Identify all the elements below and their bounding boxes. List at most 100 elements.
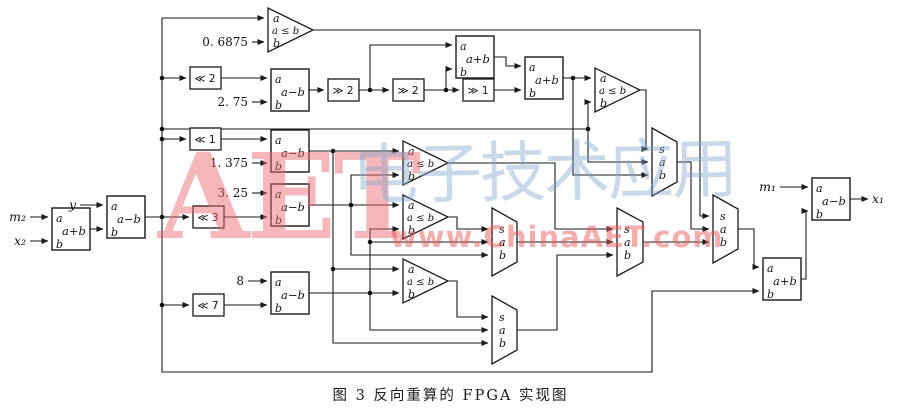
port-s-label: s <box>659 143 665 156</box>
mux-shape <box>651 126 678 198</box>
port-a-label: a <box>408 199 415 212</box>
compare-op-label: a ≤ b <box>272 26 299 37</box>
port-a-label: a <box>111 200 118 213</box>
port-b-label: b <box>499 249 506 262</box>
shift-label: ≪ 7 <box>197 300 218 312</box>
block-shape <box>270 183 310 227</box>
subtractor-275-block: a a−b b <box>270 68 310 112</box>
port-a-label: a <box>408 263 415 276</box>
port-b-label: b <box>275 160 282 173</box>
mux-midleft: s a b <box>491 206 518 278</box>
wire <box>161 18 760 373</box>
block-shape <box>811 177 851 221</box>
block-shape <box>192 293 225 317</box>
comparator-mid2: a a ≤ b b <box>402 193 450 241</box>
port-a-label: a <box>275 276 282 289</box>
mux-bottom: s a b <box>491 294 518 366</box>
junction-dot <box>159 136 165 142</box>
port-b-label: b <box>56 238 63 251</box>
junction-dot <box>367 290 373 296</box>
port-b-label: b <box>408 288 415 301</box>
port-a-label: a <box>659 156 666 169</box>
wire <box>572 78 649 178</box>
shift-right-1-block: ≫ 1 <box>462 78 495 102</box>
port-b-label: b <box>111 226 118 239</box>
junction-dot <box>348 202 354 208</box>
subtractor-input-block: a a−b b <box>106 195 146 239</box>
port-b-label: b <box>720 236 727 249</box>
block-shape <box>106 195 146 239</box>
input-x2-label: x₂ <box>14 233 26 248</box>
add-op-label: a+b <box>535 73 559 87</box>
wire <box>738 228 760 270</box>
port-s-label: s <box>499 311 505 324</box>
compare-op-label: a ≤ b <box>407 277 434 288</box>
subtractor-1375-block: a a−b b <box>270 129 310 173</box>
block-shape <box>327 78 360 102</box>
junction-dot <box>585 126 591 132</box>
add-op-label: a+b <box>773 274 797 288</box>
junction-dot <box>159 302 165 308</box>
wire <box>494 56 522 69</box>
wire <box>587 129 649 165</box>
port-b-label: b <box>275 214 282 227</box>
adder-final-block: a a+b b <box>762 257 802 301</box>
constant-8: 8 <box>236 274 244 288</box>
junction-dot <box>159 126 165 132</box>
port-s-label: s <box>499 223 505 236</box>
constant-labels: 0. 6875 2. 75 1. 375 3. 25 8 <box>202 35 248 288</box>
output-x1-label: x₁ <box>872 191 884 206</box>
wire <box>677 161 710 232</box>
comparator-shape <box>402 257 450 305</box>
port-a-label: a <box>273 12 280 25</box>
port-a-label: a <box>624 236 631 249</box>
comparator-bottom: a a ≤ b b <box>402 257 450 305</box>
block-shape <box>762 257 802 301</box>
sub-op-label: a−b <box>281 200 305 214</box>
port-a-label: a <box>720 223 727 236</box>
mux-midright: s a b <box>616 206 644 278</box>
fpga-diagram-canvas: a a ≤ b b a a ≤ b b a a ≤ b b a a ≤ b b … <box>9 6 884 373</box>
block-shape <box>189 66 222 90</box>
port-a-label: a <box>767 262 774 275</box>
input-m2-label: m₂ <box>9 209 26 224</box>
compare-op-label: a ≤ b <box>407 159 434 170</box>
wire <box>369 293 489 333</box>
adder-input-block: a a+b b <box>51 207 91 251</box>
port-a-label: a <box>460 40 467 53</box>
mux-shape <box>712 193 739 265</box>
port-b-label: b <box>499 337 506 350</box>
comparator-topright: a a ≤ b b <box>594 66 642 114</box>
sub-op-label: a−b <box>281 146 305 160</box>
comparator-top: a a ≤ b b <box>267 6 315 54</box>
junction-dot <box>330 266 336 272</box>
port-a-label: a <box>275 188 282 201</box>
port-a-label: a <box>529 61 536 74</box>
port-b-label: b <box>624 249 631 262</box>
wire <box>350 205 489 258</box>
shift-left-2-block: ≪ 2 <box>189 66 222 90</box>
mux-shape <box>491 206 518 278</box>
wire <box>445 66 453 90</box>
mux-shape <box>616 206 644 278</box>
port-a-label: a <box>56 212 63 225</box>
port-b-label: b <box>408 170 415 183</box>
port-a-label: a <box>499 324 506 337</box>
junction-dot <box>330 148 336 154</box>
figure-caption: 图 3 反向重算的 FPGA 实现图 <box>332 388 569 404</box>
comparator-mid1: a a ≤ b b <box>402 139 450 187</box>
subtractor-325-block: a a−b b <box>270 183 310 227</box>
shift-left-7-block: ≪ 7 <box>192 293 225 317</box>
comparator-shape <box>267 6 315 54</box>
comparator-shape <box>402 139 450 187</box>
block-shape <box>270 271 310 315</box>
port-s-label: s <box>720 210 726 223</box>
junction-dot <box>367 239 373 245</box>
block-shape <box>270 129 310 173</box>
shift-label: ≪ 3 <box>197 212 218 224</box>
adder-2-block: a a+b b <box>524 56 564 100</box>
sub-op-label: a−b <box>281 85 305 99</box>
port-b-label: b <box>273 37 280 50</box>
block-shape <box>524 56 564 100</box>
